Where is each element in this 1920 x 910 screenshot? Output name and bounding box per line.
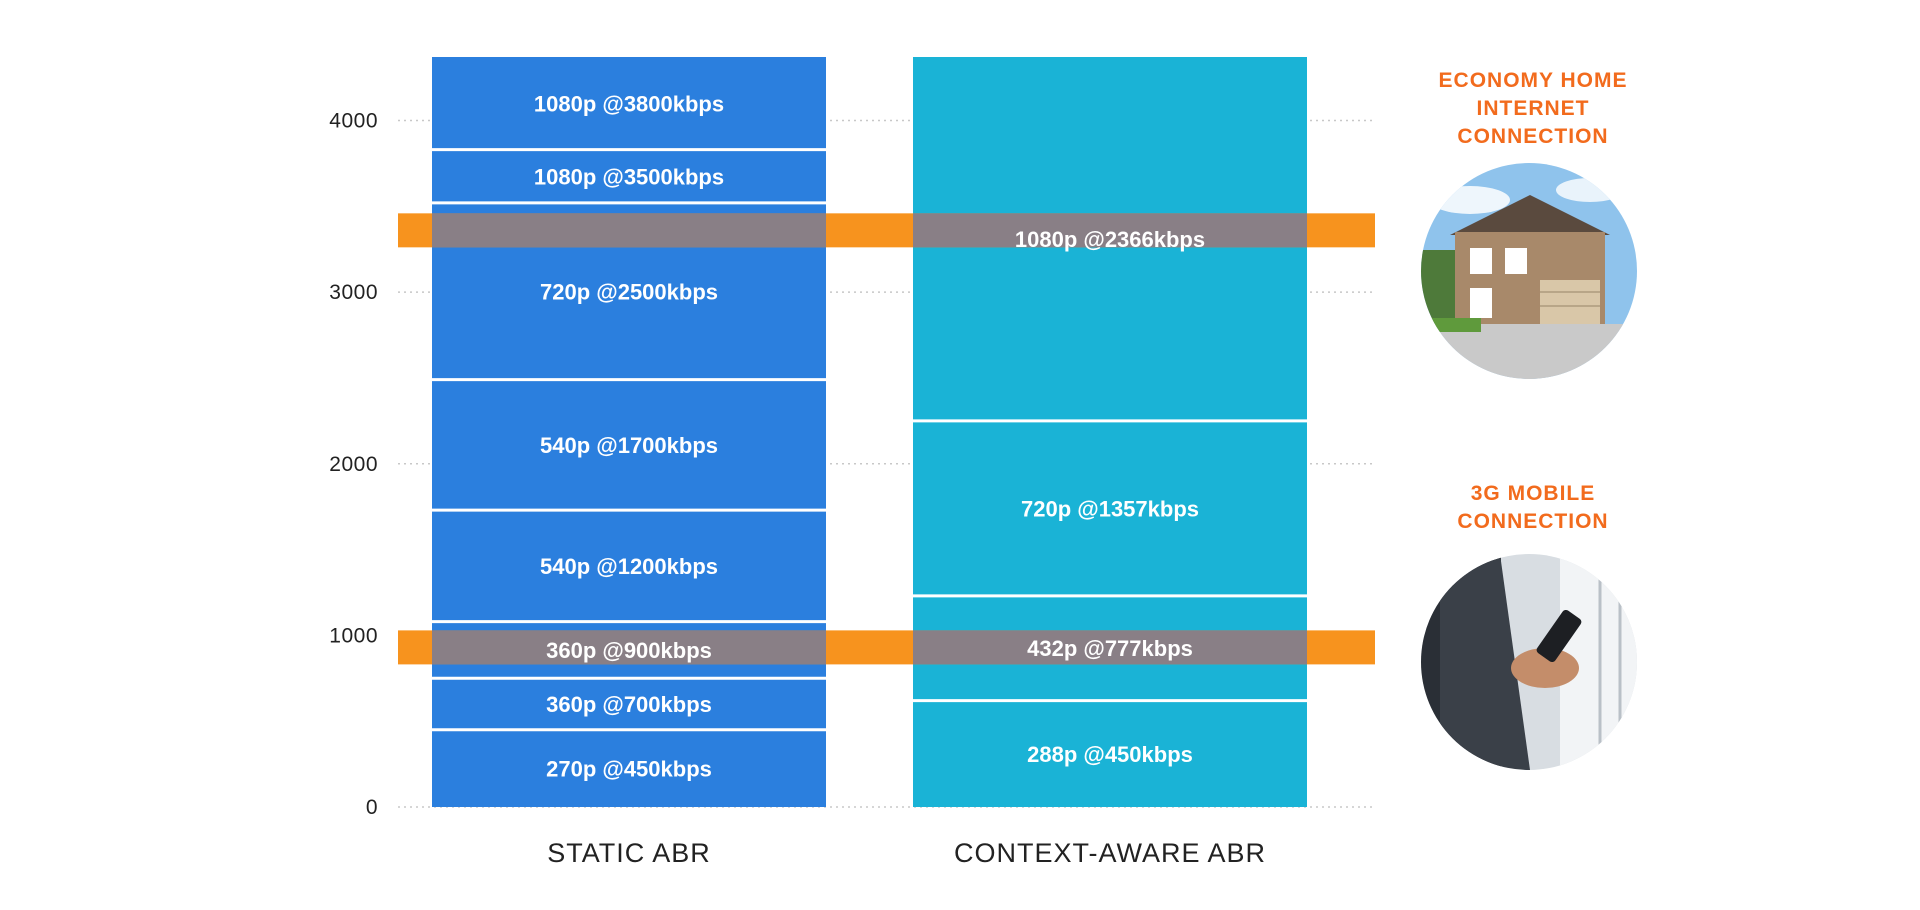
band-overlay	[913, 213, 1307, 248]
segment-label: 720p @2500kbps	[540, 279, 718, 304]
y-tick-label: 4000	[329, 110, 378, 133]
bar-segment	[432, 729, 826, 807]
connection-title: ECONOMY HOME	[1439, 69, 1628, 92]
band-overlay	[432, 630, 826, 665]
segment-label: 288p @450kbps	[1027, 742, 1193, 767]
bar-segment	[913, 700, 1307, 807]
segment-label: 432p @777kbps	[1027, 636, 1193, 661]
bar-segment	[432, 379, 826, 511]
y-tick-label: 1000	[329, 624, 378, 647]
y-tick-label: 2000	[329, 453, 378, 476]
segment-label: 1080p @3800kbps	[534, 91, 724, 116]
band-overlay	[432, 213, 826, 248]
house-photo-icon	[1421, 163, 1637, 379]
segment-label: 1080p @3500kbps	[534, 164, 724, 189]
bar-segment	[432, 57, 826, 150]
segment-label: 540p @1700kbps	[540, 433, 718, 458]
y-tick-label: 0	[366, 796, 378, 819]
segment-label: 360p @700kbps	[546, 692, 712, 717]
segment-label: 1080p @2366kbps	[1015, 227, 1205, 252]
y-axis: 0 1000 2000 3000 4000	[329, 110, 378, 819]
segment-label: 540p @1200kbps	[540, 554, 718, 579]
x-category-label: STATIC ABR	[547, 838, 711, 868]
connection-title: 3G MOBILE	[1471, 482, 1596, 505]
bar-segment	[913, 420, 1307, 596]
connection-title: CONNECTION	[1457, 510, 1608, 533]
bar-segment	[432, 510, 826, 622]
x-category-label: CONTEXT-AWARE ABR	[954, 838, 1266, 868]
connection-title: CONNECTION	[1457, 125, 1608, 148]
x-axis: STATIC ABR CONTEXT-AWARE ABR	[547, 838, 1266, 868]
segment-label: 270p @450kbps	[546, 756, 712, 781]
band-overlay	[913, 630, 1307, 665]
bar-segment	[432, 149, 826, 203]
connection-legend: ECONOMY HOME INTERNET CONNECTION 3G MOBILE C…	[1439, 69, 1628, 533]
smartphone-hand-photo-icon	[1421, 554, 1637, 770]
segment-label: 720p @1357kbps	[1021, 496, 1199, 521]
y-tick-label: 3000	[329, 281, 378, 304]
segment-label: 360p @900kbps	[546, 638, 712, 663]
connection-bands	[398, 213, 1375, 665]
bar-segment	[432, 678, 826, 730]
connection-title: INTERNET	[1477, 97, 1590, 120]
segment-labels: 270p @450kbps 360p @700kbps 360p @900kbps 5…	[534, 91, 1205, 781]
